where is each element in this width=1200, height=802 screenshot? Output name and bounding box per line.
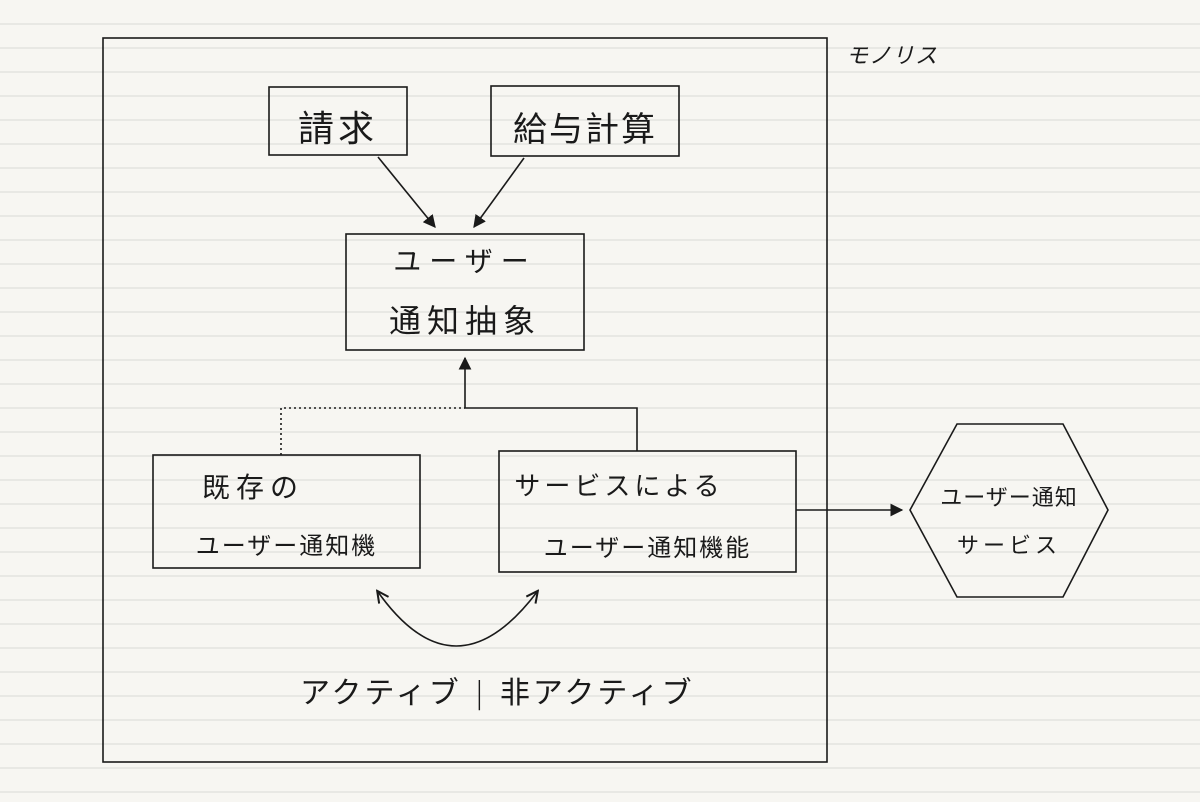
payroll-box bbox=[490, 85, 680, 157]
active-inactive-caption: アクティブ | 非アクティブ bbox=[300, 676, 695, 711]
ruled-lines bbox=[0, 23, 1200, 793]
notification-abstraction-box bbox=[345, 233, 585, 351]
service-label-line2: ユーザー通知機能 bbox=[543, 534, 752, 562]
payroll-to-abstraction-arrow bbox=[473, 157, 525, 229]
service-notification-box bbox=[498, 450, 797, 573]
abstraction-label-line1: ユーザー bbox=[393, 245, 537, 278]
existing-label-line1: 既存の bbox=[201, 471, 304, 504]
existing-label-line2: ユーザー通知機 bbox=[195, 532, 378, 560]
monolith-label: モノリス bbox=[846, 44, 939, 69]
toggle-curved-arrow bbox=[378, 592, 537, 647]
service-to-abstraction-connector bbox=[458, 356, 638, 451]
service-label-line1: サービスによる bbox=[514, 472, 724, 502]
abstraction-label-line2: 通知抽象 bbox=[388, 302, 541, 340]
external-service-hexagon bbox=[909, 423, 1109, 598]
monolith-boundary bbox=[102, 37, 828, 763]
billing-to-abstraction-arrow bbox=[377, 156, 436, 228]
existing-notification-box bbox=[152, 454, 421, 569]
external-service-label-line2: サービス bbox=[956, 534, 1061, 559]
external-service-label-line1: ユーザー通知 bbox=[940, 486, 1078, 511]
billing-box bbox=[268, 86, 408, 156]
billing-label: 請求 bbox=[297, 109, 378, 150]
payroll-label: 給与計算 bbox=[513, 110, 657, 150]
existing-to-abstraction-dotted-connector bbox=[280, 407, 465, 455]
